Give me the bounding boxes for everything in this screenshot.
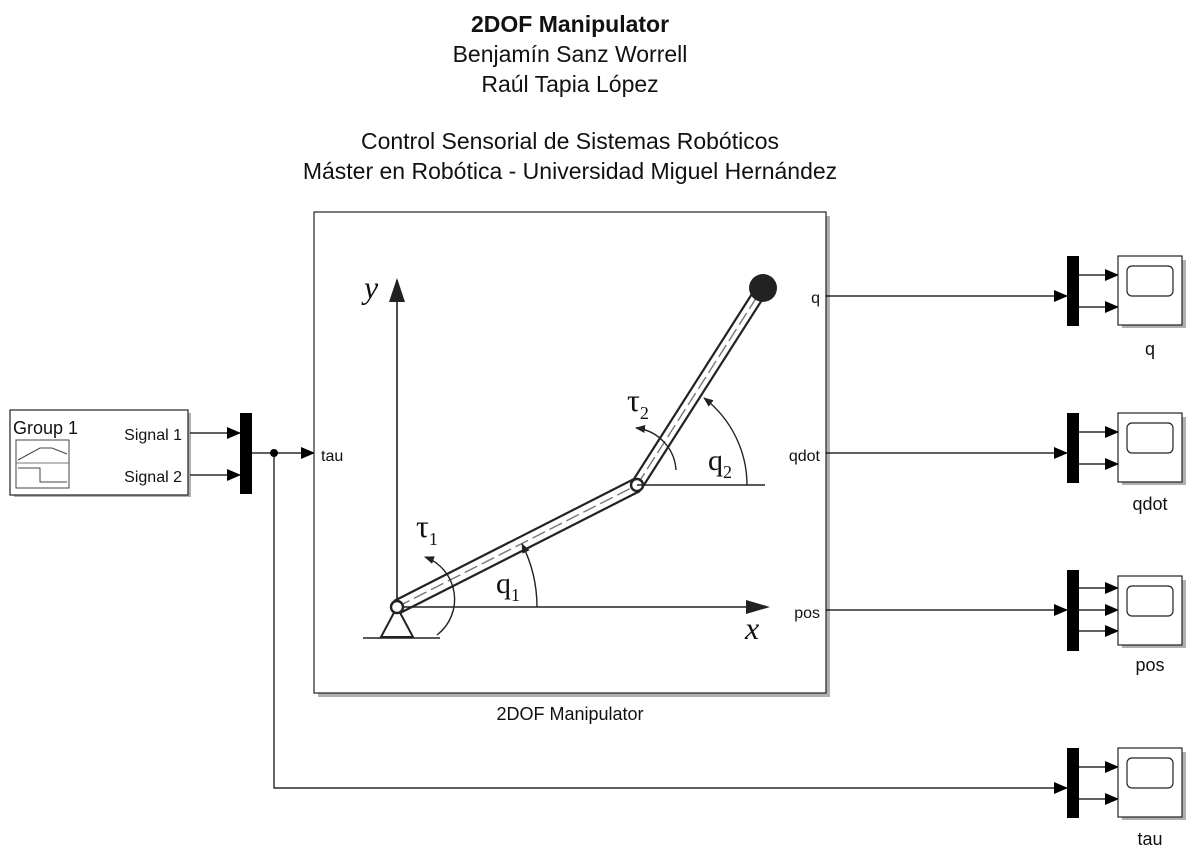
scope-q-label: q bbox=[1145, 339, 1155, 359]
wire-tau-to-scope bbox=[273, 453, 1068, 794]
port-q-label: q bbox=[811, 290, 820, 307]
mux-qdot-block[interactable] bbox=[1067, 413, 1079, 483]
tau1-label: τ1 bbox=[416, 508, 438, 549]
scope-pos-label: pos bbox=[1135, 655, 1164, 675]
mux-pos-block[interactable] bbox=[1067, 570, 1079, 651]
port-pos-label: pos bbox=[794, 605, 820, 622]
input-mux-block[interactable] bbox=[240, 413, 252, 494]
diagram-title: 2DOF Manipulator bbox=[470, 11, 670, 37]
scope-screen-icon bbox=[1126, 422, 1174, 454]
signal-waveform-icon bbox=[15, 439, 70, 489]
scope-screen-icon bbox=[1126, 757, 1174, 789]
mux-tau-block[interactable] bbox=[1067, 748, 1079, 818]
q2-label: q2 bbox=[708, 444, 732, 482]
course-name: Control Sensorial de Sistemas Robóticos bbox=[360, 128, 780, 154]
joint-1-icon bbox=[389, 599, 405, 615]
x-axis-label: x bbox=[744, 610, 759, 646]
program-name: Máster en Robótica - Universidad Miguel … bbox=[302, 158, 838, 184]
scope-qdot-label: qdot bbox=[1132, 494, 1167, 514]
author-1: Benjamín Sanz Worrell bbox=[452, 41, 688, 67]
author-2: Raúl Tapia López bbox=[481, 71, 659, 97]
manipulator-block[interactable]: tau q qdot pos y x bbox=[313, 211, 830, 697]
port-qdot-label: qdot bbox=[789, 448, 821, 465]
scope-pos-block[interactable] bbox=[1117, 575, 1186, 648]
y-axis-label: y bbox=[361, 269, 379, 305]
mux-q-block[interactable] bbox=[1067, 256, 1079, 326]
end-effector-icon bbox=[749, 274, 777, 302]
scope-q-block[interactable] bbox=[1117, 255, 1186, 328]
scope-screen-icon bbox=[1126, 585, 1174, 617]
manipulator-block-name: 2DOF Manipulator bbox=[496, 704, 643, 724]
q1-label: q1 bbox=[496, 567, 520, 605]
signal-builder-block[interactable]: Group 1 Signal 1 Signal 2 bbox=[9, 409, 191, 497]
x-axis-arrow-icon bbox=[746, 600, 770, 614]
robot-arm-illustration: y x q1 bbox=[361, 269, 777, 646]
scope-screen-icon bbox=[1126, 265, 1174, 297]
signal-builder-output-1: Signal 1 bbox=[124, 427, 182, 444]
scope-qdot-block[interactable] bbox=[1117, 412, 1186, 485]
scope-tau-block[interactable] bbox=[1117, 747, 1186, 820]
signal-builder-group-label: Group 1 bbox=[13, 418, 78, 438]
scope-tau-label: tau bbox=[1137, 829, 1162, 849]
port-tau-label: tau bbox=[321, 448, 343, 465]
tau2-label: τ2 bbox=[627, 382, 649, 423]
y-axis-arrow-icon bbox=[389, 278, 405, 302]
base-support-icon bbox=[379, 604, 415, 638]
signal-builder-output-2: Signal 2 bbox=[124, 469, 182, 486]
